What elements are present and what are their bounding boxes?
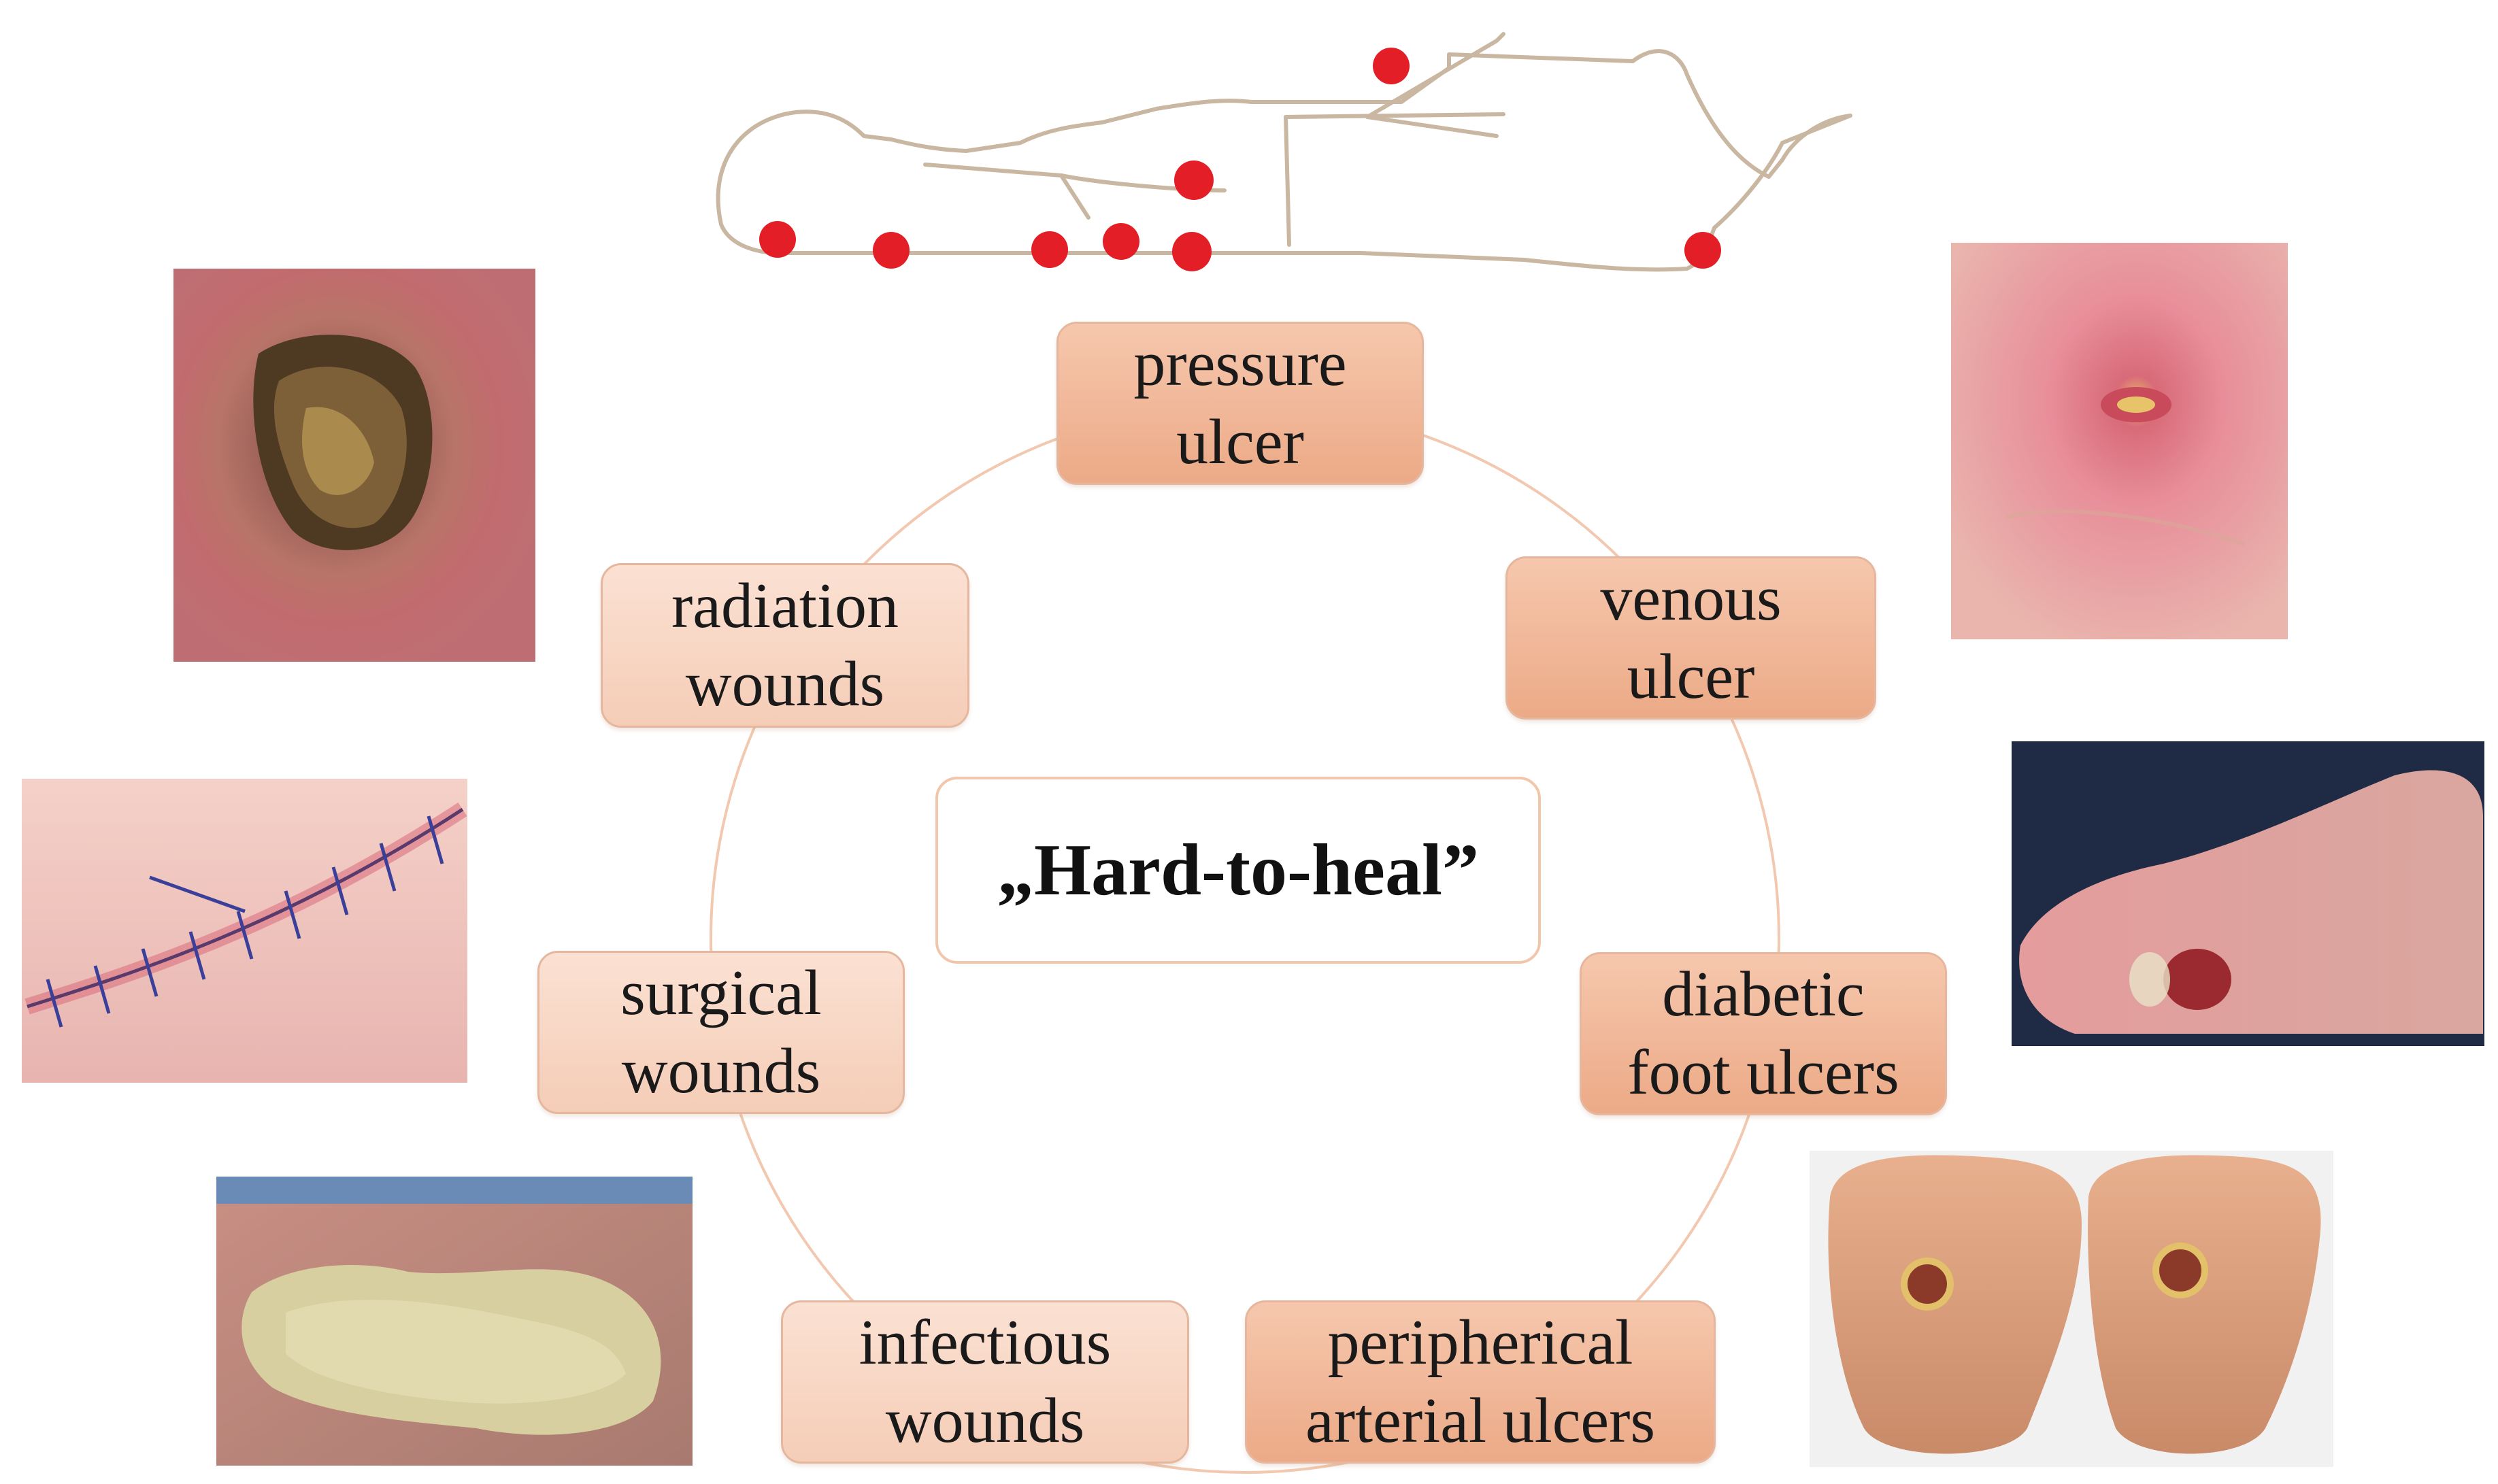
pressure-points [759,48,1721,271]
node-line: venous [1600,563,1782,635]
node-line: pressure [1133,328,1347,400]
node-line: foot ulcers [1627,1037,1899,1108]
node-line: ulcer [1627,641,1755,712]
node-diabetic-foot-ulcers: diabetic foot ulcers [1580,952,1947,1115]
node-venous-ulcer: venous ulcer [1505,556,1876,720]
node-line: wounds [885,1385,1085,1456]
node-line: wounds [685,649,885,720]
node-line: surgical [620,958,822,1029]
node-pressure-ulcer: pressure ulcer [1056,322,1424,485]
photo-infectious-wound [216,1177,693,1466]
node-line: arterial ulcers [1305,1385,1656,1456]
photo-surgical-wound [22,779,467,1083]
center-label: „Hard-to-heal” [935,777,1541,964]
node-radiation-wounds: radiation wounds [601,563,969,728]
photo-pressure-ulcer [173,269,535,662]
photo-venous-ulcer [1951,243,2288,639]
node-line: radiation [671,571,899,642]
node-line: peripherical [1327,1307,1633,1379]
pressure-point [1103,223,1139,260]
pressure-point [873,232,910,269]
lying-body-figure [716,32,1852,272]
photo-arterial-ulcers [1810,1151,2333,1467]
node-peripherical-arterial-ulcers: peripherical arterial ulcers [1245,1300,1716,1464]
pressure-point [1373,48,1410,84]
node-line: wounds [621,1036,821,1107]
pressure-point [1174,161,1214,200]
pressure-point [1172,232,1212,271]
node-surgical-wounds: surgical wounds [537,951,905,1114]
node-infectious-wounds: infectious wounds [781,1300,1189,1464]
photo-diabetic-foot [2012,741,2484,1046]
pressure-point [1031,231,1068,268]
node-line: diabetic [1662,959,1865,1030]
pressure-point [1684,232,1721,269]
pressure-point [759,221,796,258]
node-line: ulcer [1176,407,1304,477]
node-line: infectious [859,1307,1112,1379]
